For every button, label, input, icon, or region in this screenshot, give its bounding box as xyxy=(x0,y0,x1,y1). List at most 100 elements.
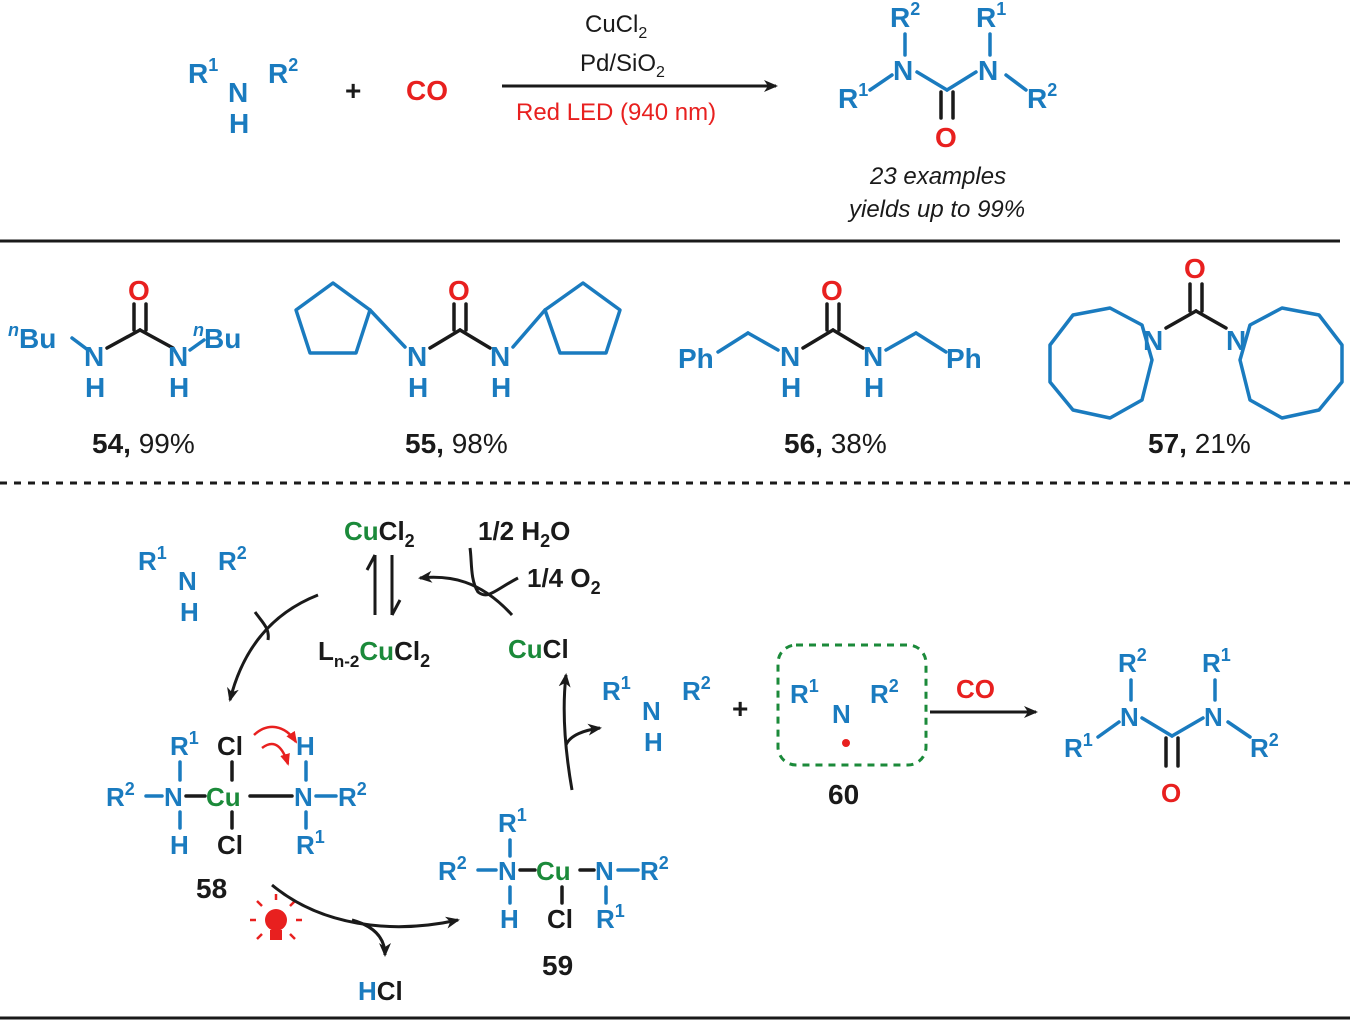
cucl: CuCl xyxy=(508,634,569,664)
svg-text:N: N xyxy=(294,782,313,812)
svg-text:R1: R1 xyxy=(976,0,1006,33)
svg-text:R2: R2 xyxy=(268,55,298,89)
svg-text:R2: R2 xyxy=(106,779,135,812)
svg-text:N: N xyxy=(893,55,913,86)
scope-count: 23 examples xyxy=(869,163,1006,190)
svg-text:H: H xyxy=(408,372,428,403)
svg-text:N: N xyxy=(595,856,614,886)
svg-text:N: N xyxy=(168,341,188,372)
svg-text:N: N xyxy=(780,341,800,372)
svg-text:Cl: Cl xyxy=(217,731,243,761)
plus-sign: + xyxy=(345,75,361,106)
label-56: 56, 38% xyxy=(784,428,887,459)
product-55: N H O N H 55, 98% xyxy=(294,275,622,459)
svg-text:R2: R2 xyxy=(640,853,669,886)
cucl2: CuCl2 xyxy=(344,516,415,551)
svg-text:N: N xyxy=(228,77,248,108)
svg-text:Cu: Cu xyxy=(206,782,241,812)
svg-text:R2: R2 xyxy=(1250,730,1279,763)
label-54: 54, 99% xyxy=(92,428,195,459)
amine-reactant: R1 N R2 H xyxy=(188,55,298,139)
svg-text:N: N xyxy=(1226,325,1246,356)
radical-60: R1 N R2 xyxy=(790,676,899,747)
svg-text:N: N xyxy=(1204,702,1223,732)
complex-59: R1 R2 N Cu N R2 H Cl R1 xyxy=(438,805,669,934)
released-amine: R1 N R2 H xyxy=(602,673,711,757)
hcl-release-arrow xyxy=(351,918,391,957)
label-59: 59 xyxy=(542,950,573,981)
radical-dot xyxy=(842,739,850,747)
hcl: HCl xyxy=(358,976,403,1006)
ln-cucl2: Ln-2CuCl2 xyxy=(318,636,430,671)
svg-text:N: N xyxy=(407,341,427,372)
svg-text:N: N xyxy=(642,696,661,726)
svg-text:R1: R1 xyxy=(170,728,199,761)
svg-text:nBu: nBu xyxy=(8,320,56,354)
amine-in-curve xyxy=(253,611,270,641)
mech-urea-product: R2 R1 N N R1 R2 O xyxy=(1064,645,1279,808)
svg-text:H: H xyxy=(229,108,249,139)
svg-text:H: H xyxy=(781,372,801,403)
svg-text:N: N xyxy=(178,566,197,596)
svg-text:H: H xyxy=(864,372,884,403)
svg-text:nBu: nBu xyxy=(193,320,241,354)
svg-text:H: H xyxy=(169,372,189,403)
svg-text:Cl: Cl xyxy=(547,904,573,934)
svg-text:R1: R1 xyxy=(838,80,868,114)
svg-text:H: H xyxy=(85,372,105,403)
svg-text:R2: R2 xyxy=(218,543,247,576)
svg-text:O: O xyxy=(1161,778,1181,808)
urea-product: R2 R1 N N R1 R2 O xyxy=(838,0,1057,153)
condition-cucl2: CuCl2 xyxy=(585,11,647,42)
svg-text:Cu: Cu xyxy=(536,856,571,886)
svg-text:N: N xyxy=(863,341,883,372)
svg-text:R1: R1 xyxy=(138,543,167,576)
svg-text:R1: R1 xyxy=(596,901,625,934)
oxygen: 1/4 O2 xyxy=(527,563,601,598)
svg-text:R1: R1 xyxy=(790,676,819,709)
mechanism: R1 N R2 H CuCl2 Ln-2CuCl2 1/2 H2O 1/4 O2… xyxy=(106,516,1279,1006)
svg-text:H: H xyxy=(491,372,511,403)
svg-text:O: O xyxy=(128,275,150,306)
svg-text:Ph: Ph xyxy=(678,343,714,374)
release-arrow xyxy=(558,673,574,791)
svg-text:N: N xyxy=(1120,702,1139,732)
condition-light: Red LED (940 nm) xyxy=(516,99,716,126)
svg-text:N: N xyxy=(84,341,104,372)
svg-text:H: H xyxy=(296,731,315,761)
product-54: nBu N H O N H nBu 54, 99% xyxy=(8,275,241,459)
svg-text:R2: R2 xyxy=(438,853,467,886)
mech-co: CO xyxy=(956,674,995,704)
svg-text:Cl: Cl xyxy=(217,830,243,860)
scope-yield: yields up to 99% xyxy=(847,196,1025,223)
svg-text:H: H xyxy=(500,904,519,934)
svg-text:R2: R2 xyxy=(870,676,899,709)
svg-text:H: H xyxy=(644,727,663,757)
radical-box xyxy=(776,643,928,767)
amine-release-curve xyxy=(564,723,602,746)
svg-text:N: N xyxy=(978,55,998,86)
svg-text:N: N xyxy=(832,699,851,729)
svg-text:N: N xyxy=(498,856,517,886)
svg-text:R1: R1 xyxy=(296,827,325,860)
svg-text:N: N xyxy=(164,782,183,812)
svg-text:N: N xyxy=(1143,325,1163,356)
svg-text:O: O xyxy=(1184,253,1206,284)
svg-text:O: O xyxy=(935,122,957,153)
svg-text:H: H xyxy=(170,830,189,860)
label-58: 58 xyxy=(196,873,227,904)
svg-text:O: O xyxy=(821,275,843,306)
mech-amine: R1 N R2 H xyxy=(138,543,247,627)
oxidation-arrow xyxy=(418,570,514,617)
product-57: N O N 57, 21% xyxy=(1048,253,1344,459)
svg-text:H: H xyxy=(180,597,199,627)
svg-text:N: N xyxy=(490,341,510,372)
product-56: Ph N H O N H Ph 56, 38% xyxy=(678,275,982,459)
svg-text:R2: R2 xyxy=(1027,80,1057,114)
complex-58: R1 Cl H R2 N Cu N R2 H Cl R1 xyxy=(106,725,367,860)
svg-text:Ph: Ph xyxy=(946,343,982,374)
svg-text:R1: R1 xyxy=(498,805,527,838)
svg-text:R2: R2 xyxy=(1118,645,1147,678)
label-60: 60 xyxy=(828,779,859,810)
mech-plus: + xyxy=(732,693,748,724)
